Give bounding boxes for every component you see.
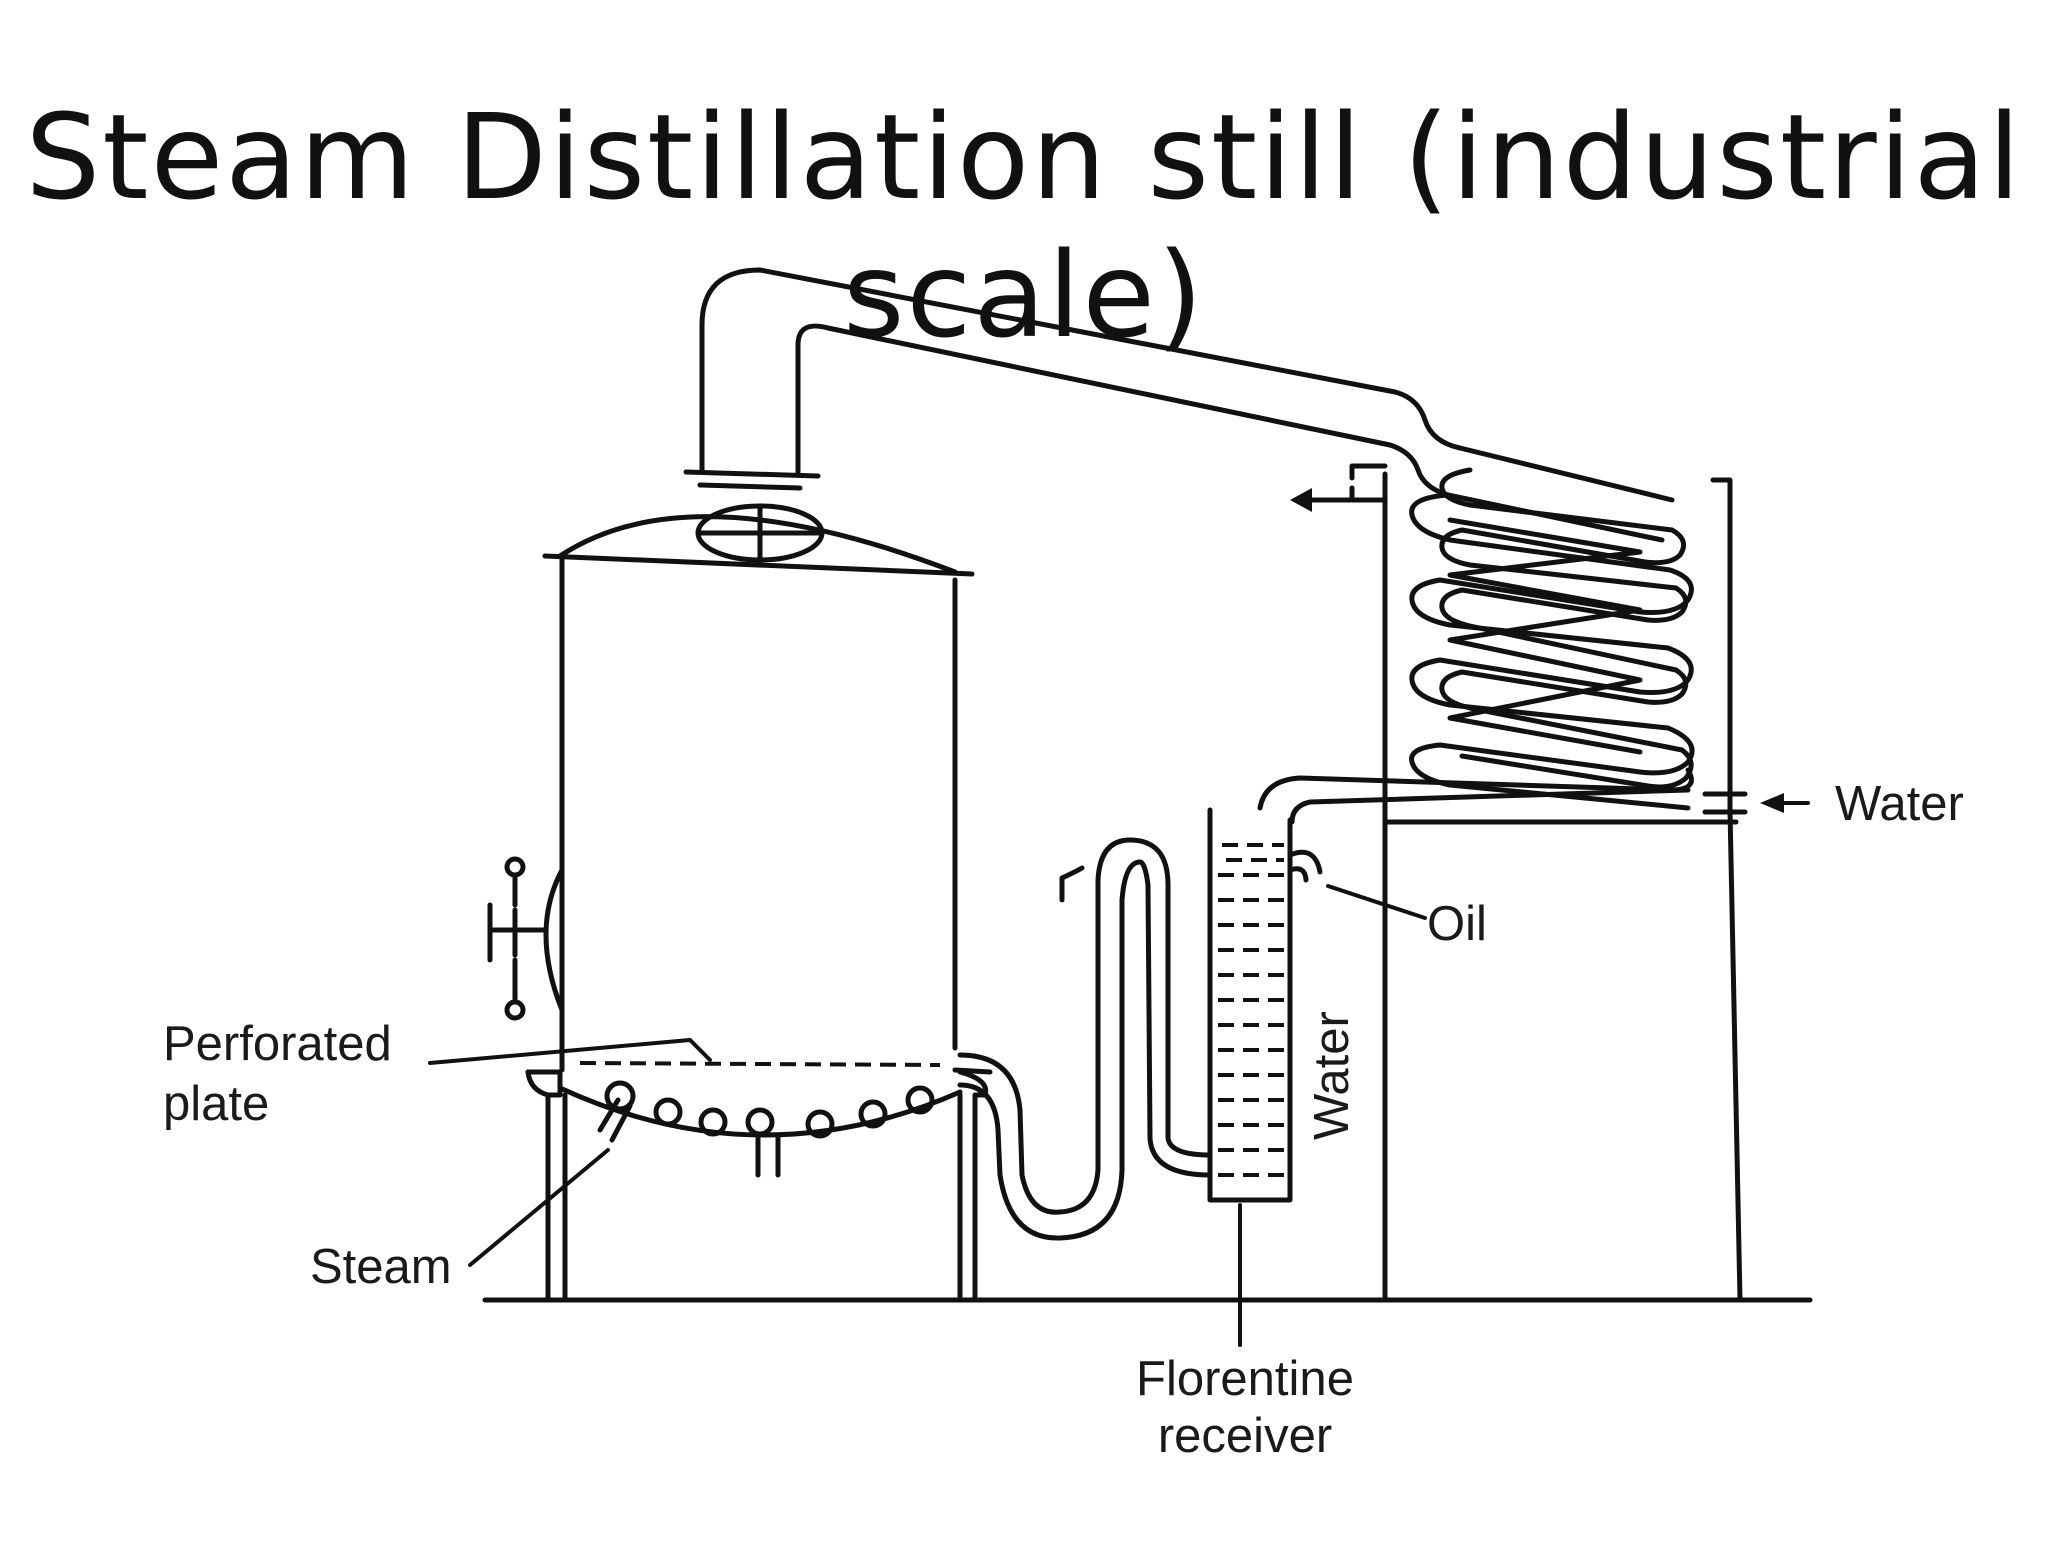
perforated-plate bbox=[579, 1061, 941, 1067]
water-inlet-arrow bbox=[1760, 793, 1810, 813]
siphon-tube bbox=[957, 837, 1213, 1241]
steam-coil bbox=[597, 1080, 935, 1178]
condenser-coil bbox=[1409, 467, 1695, 811]
still-vessel bbox=[542, 514, 975, 1138]
still-legs bbox=[525, 1067, 993, 1303]
label-florentine-line1: Florentine bbox=[1136, 1352, 1354, 1406]
label-perforated-plate-line2: plate bbox=[163, 1077, 269, 1131]
vapor-pipe bbox=[683, 267, 1675, 543]
page-title: Steam Distillation still (industrial sca… bbox=[25, 88, 2023, 364]
sight-glass-valve bbox=[487, 856, 565, 1021]
label-oil: Oil bbox=[1427, 897, 1487, 951]
leader-lines bbox=[428, 1037, 712, 1267]
label-florentine-line2: receiver bbox=[1158, 1409, 1332, 1463]
receiver-liquid-pattern bbox=[1218, 843, 1284, 1177]
condenser-tank bbox=[1257, 463, 1748, 1303]
label-steam: Steam bbox=[310, 1240, 452, 1294]
florentine-receiver bbox=[1207, 807, 1427, 1347]
label-water-receiver: Water bbox=[1305, 1011, 1359, 1140]
label-water-inlet: Water bbox=[1835, 777, 1964, 831]
label-perforated-plate-line1: Perforated bbox=[163, 1017, 392, 1071]
manhole-cover bbox=[695, 503, 825, 563]
